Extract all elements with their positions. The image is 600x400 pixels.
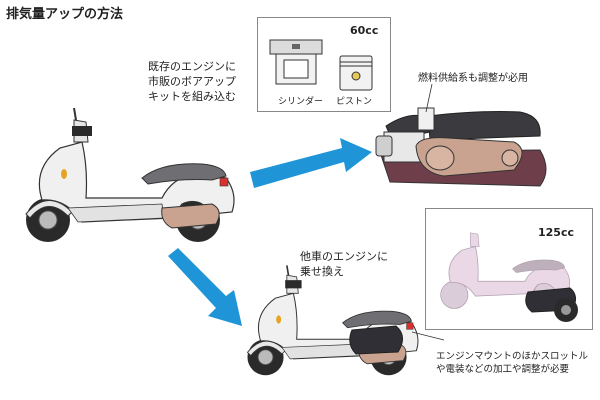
method1-desc-line1: 既存のエンジンに	[148, 60, 236, 73]
method2-desc-line1: 他車のエンジンに	[300, 250, 388, 263]
method2-desc-line2: 乗せ換え	[300, 265, 344, 278]
fuel-system-note: 燃料供給系も調整が必用	[418, 73, 528, 84]
piston-icon	[339, 55, 373, 91]
cylinder-label: シリンダー	[278, 97, 324, 107]
kit-displacement-label: 60cc	[350, 24, 379, 37]
upgraded-engine	[375, 107, 547, 187]
piston-label: ピストン	[336, 97, 373, 107]
donor-displacement-label: 125cc	[538, 226, 575, 239]
cylinder-icon	[269, 39, 323, 85]
method1-desc-line2: 市販のボアアップ	[148, 75, 236, 88]
engine-swap-note-line2: や電装などの加工や調整が必要	[436, 364, 570, 375]
page-title: 排気量アップの方法	[6, 7, 124, 22]
engine-swap-note-line1: エンジンマウントのほかスロットル	[436, 351, 589, 362]
method1-desc-line3: キットを組み込む	[148, 90, 236, 103]
